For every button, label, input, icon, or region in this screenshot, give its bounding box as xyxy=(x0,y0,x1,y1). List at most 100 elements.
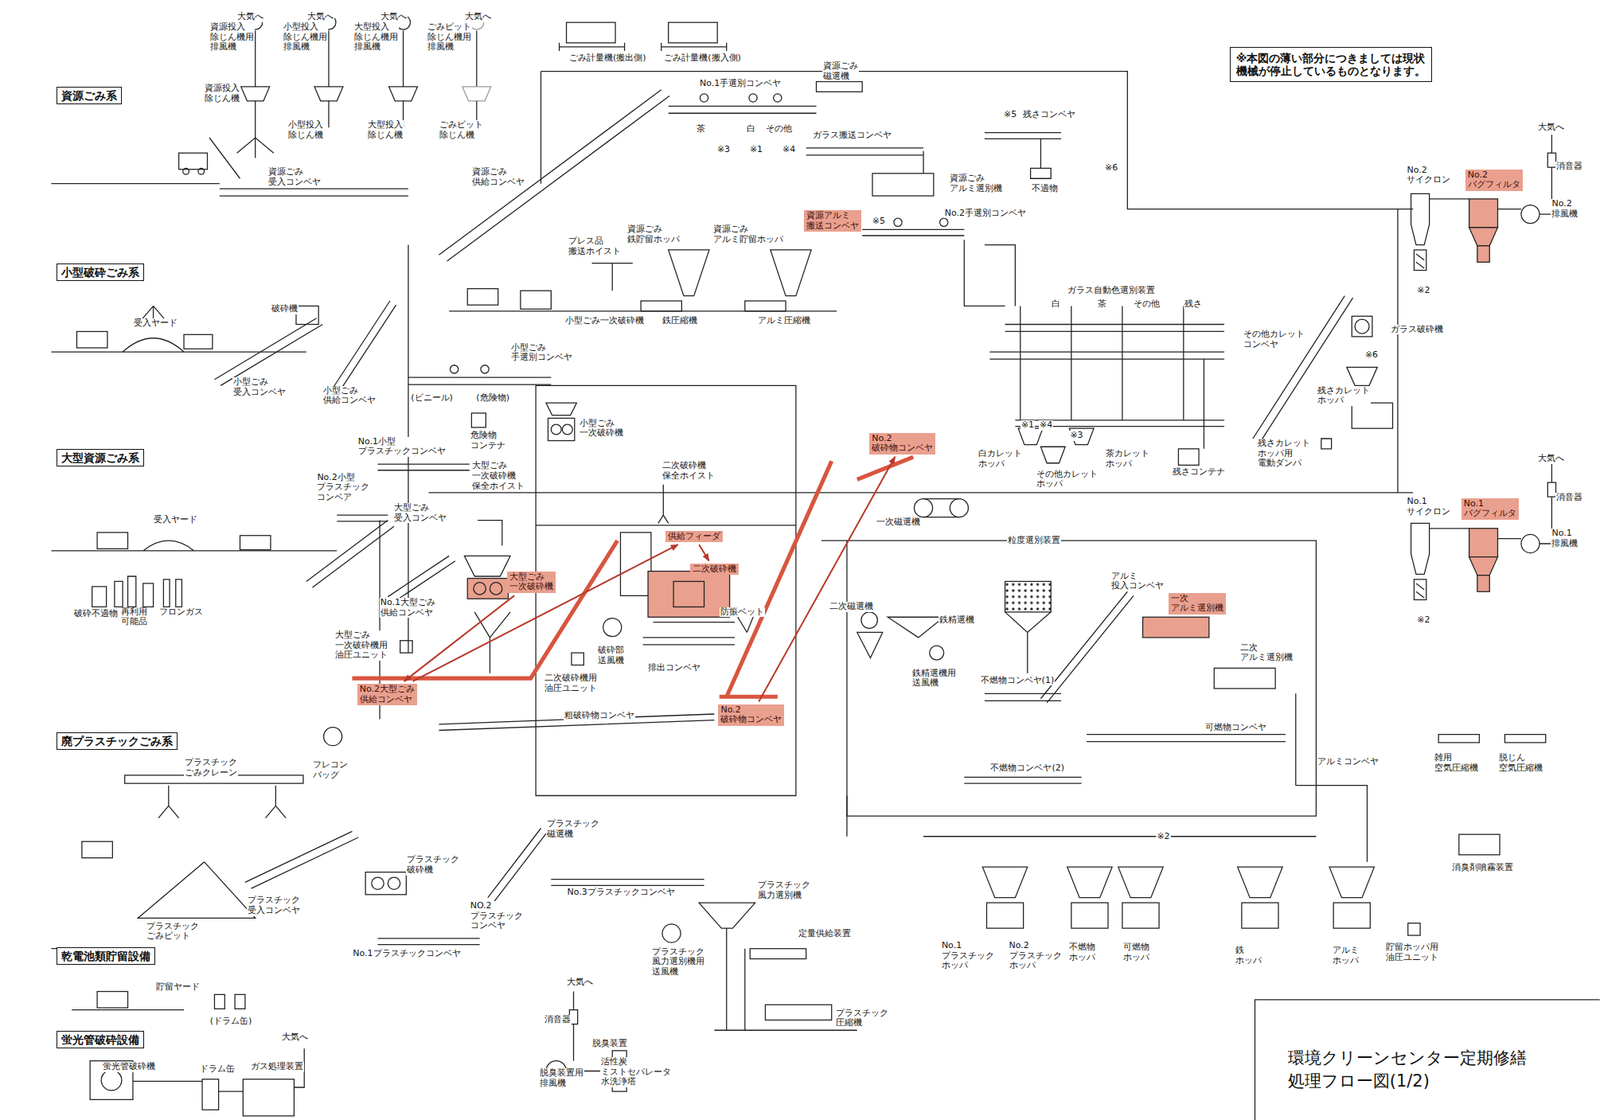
drawing-stroke xyxy=(467,578,508,600)
drawing-stroke xyxy=(92,576,183,607)
conveyor-connector xyxy=(758,456,895,703)
drawing-stroke xyxy=(1354,319,1370,334)
drawing-stroke xyxy=(1408,923,1421,936)
drawing-stroke xyxy=(1241,902,1279,929)
equipment-label: 資源ごみ 磁選機 xyxy=(822,61,859,82)
drawing-stroke xyxy=(1018,428,1094,464)
drawing-stroke xyxy=(1346,366,1378,386)
drawing-stroke xyxy=(462,86,492,102)
equipment-label: 消臭剤噴霧装置 xyxy=(1451,862,1515,874)
drawing-stroke xyxy=(1005,581,1052,612)
node-text: No.2 破砕物コンベヤ xyxy=(871,433,933,454)
equipment-label: プラスチック ごみピット xyxy=(145,921,200,942)
equipment-label: 防振ベット xyxy=(719,607,765,618)
equipment-label: No.1 排風機 xyxy=(1550,528,1579,549)
equipment-label: 破砕機 xyxy=(270,304,299,315)
drawing-stroke xyxy=(387,877,400,890)
equipment-label: 白カレット ホッパ xyxy=(977,448,1023,469)
drawing-stroke xyxy=(1333,902,1370,929)
equipment-label: No.2 サイクロン xyxy=(1405,165,1452,186)
equipment-label: 大型ごみ 一次破砕機用 油圧ユニット xyxy=(334,630,389,661)
drawing-stroke xyxy=(1459,834,1500,855)
equipment-label: ※5 xyxy=(1002,109,1018,121)
equipment-label: 残さカレット ホッパ用 電動ダンパ xyxy=(1256,438,1312,469)
equipment-label: (危険物) xyxy=(475,393,511,404)
drawing-stroke xyxy=(949,499,968,518)
equipment-label: 活性炭 ミストセパレータ 水洗浄塔 xyxy=(600,1057,672,1088)
drawing-stroke xyxy=(668,249,812,297)
drawing-stroke xyxy=(1411,134,1557,270)
equipment-label: ごみ計量機(搬出側) xyxy=(568,53,648,64)
equipment-label: 鉄精選機用 送風機 xyxy=(911,668,957,689)
equipment-label: 破砕部 送風機 xyxy=(597,645,625,666)
drawing-stroke xyxy=(489,582,502,595)
drawing-stroke xyxy=(1351,402,1393,429)
drawing-stroke xyxy=(749,93,758,102)
equipment-label: 鉄精選機 xyxy=(938,615,976,626)
equipment-label: 二次磁選機 xyxy=(828,601,875,613)
equipment-label: No.2手選別コンベヤ xyxy=(944,208,1027,219)
drawing-stroke xyxy=(97,991,128,1009)
equipment-highlight: 一次 アルミ選別機 xyxy=(1168,593,1226,615)
equipment-label: 資源ごみ アルミ貯留ホッパ xyxy=(712,224,785,245)
drawing-stroke xyxy=(101,1069,122,1091)
drawing-stroke xyxy=(448,263,837,312)
drawing-stroke xyxy=(408,377,551,385)
equipment-label: 資源ごみ 鉄貯留ホッパ xyxy=(626,224,681,245)
equipment-label: 脱じん 空気圧縮機 xyxy=(1498,753,1544,773)
equipment-label: 白 xyxy=(1050,299,1062,310)
equipment-label: 消音器 xyxy=(1555,161,1584,172)
equipment-label: ガス処理装置 xyxy=(249,1061,305,1073)
drawing-stroke xyxy=(984,591,1134,703)
section-header: 資源ごみ系 xyxy=(56,86,122,105)
equipment-label: 蛍光管破砕機 xyxy=(101,1061,157,1073)
drawing-stroke xyxy=(987,902,1024,929)
drawing-stroke xyxy=(661,42,727,51)
drawing-stroke xyxy=(699,93,708,102)
equipment-label: (ビニール) xyxy=(409,393,454,404)
equipment-highlight: No.2大型ごみ 供給コンベヤ xyxy=(357,683,418,706)
drawing-stroke xyxy=(242,1079,294,1117)
equipment-highlight: No.2 破砕物コンベヤ xyxy=(869,433,936,455)
drawing-stroke xyxy=(50,338,306,352)
drawing-stroke xyxy=(1255,999,1600,1120)
equipment-label: ※3 xyxy=(1069,430,1084,441)
node-text: 小型破砕ごみ系 xyxy=(61,265,140,279)
equipment-label: 二次破砕機 保全ホイスト xyxy=(661,460,716,481)
drawing-stroke xyxy=(719,456,914,697)
drawing-stroke xyxy=(923,499,960,518)
drawing-stroke xyxy=(561,424,573,435)
drawing-stroke xyxy=(480,365,489,374)
node-text: No.2大型ごみ 供給コンベヤ xyxy=(359,684,415,705)
drawing-stroke xyxy=(1178,448,1199,466)
drawing-stroke xyxy=(914,499,933,518)
equipment-label: 大気へ xyxy=(1537,122,1565,133)
equipment-label: 貯留ホッパ用 油圧ユニット xyxy=(1385,942,1440,963)
drawing-stroke xyxy=(1438,734,1546,743)
equipment-label: ※3 xyxy=(716,144,731,156)
equipment-label: ※2 xyxy=(1416,615,1431,626)
node-text: ※本図の薄い部分につきましては現状 機械が停止しているものとなります。 xyxy=(1236,51,1426,78)
drawing-stroke xyxy=(464,555,511,577)
drawing-stroke xyxy=(620,532,651,596)
equipment-label: ごみピット 除じん機 xyxy=(438,120,484,141)
drawing-stroke xyxy=(571,652,584,665)
drawing-stroke xyxy=(377,828,704,945)
equipment-label: プラスチック 磁選機 xyxy=(546,819,601,840)
equipment-label: ※4 xyxy=(1038,420,1054,431)
drawing-stroke xyxy=(50,540,337,551)
equipment-label: 小型ごみ一次破砕機 xyxy=(564,316,645,327)
node-text: 大型資源ごみ系 xyxy=(61,451,140,465)
drawing-stroke xyxy=(984,132,1062,180)
drawing-stroke xyxy=(50,15,1600,1120)
drawing-stroke xyxy=(214,994,225,1009)
drawing-stroke xyxy=(668,105,817,114)
node-text: 二次破砕機 xyxy=(692,564,737,575)
drawing-stroke xyxy=(400,640,413,653)
equipment-label: ※6 xyxy=(1364,350,1379,361)
node-text: 一次 アルミ選別機 xyxy=(1170,593,1224,614)
drawing-stroke xyxy=(745,300,786,312)
equipment-label: プレス品 搬送ホイスト xyxy=(567,236,622,257)
equipment-label: 大気へ xyxy=(280,1032,309,1043)
equipment-label: ガラス自動色選別装置 xyxy=(1066,285,1156,297)
